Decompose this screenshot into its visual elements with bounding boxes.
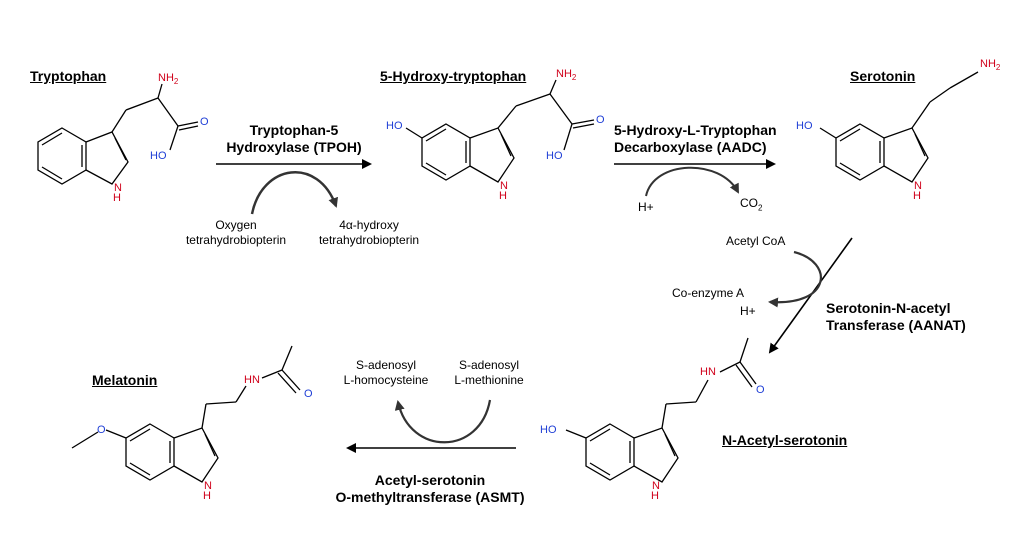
atom-nh2: NH2 — [158, 72, 178, 88]
cofactor-coenzyme-a: Co-enzyme A — [672, 286, 745, 300]
hydroxytryptophan-structure — [405, 79, 595, 183]
compound-title-n-acetyl-serotonin: N-Acetyl-serotonin — [722, 432, 848, 448]
enzyme-tpoh: Tryptophan-5 Hydroxylase (TPOH) — [224, 122, 364, 156]
atom-o: O — [596, 114, 605, 126]
atom-h: H — [913, 190, 921, 202]
atom-ho: HO — [796, 120, 813, 132]
cofactor-co2: CO2 — [740, 196, 762, 215]
enzyme-tpoh-line2: Hydroxylase (TPOH) — [226, 139, 362, 155]
atom-text: NH — [556, 68, 572, 80]
cofactor-hydroxy-line1: 4α-hydroxy — [339, 218, 399, 232]
enzyme-asmt-line1: Acetyl-serotonin — [374, 472, 486, 488]
atom-text: NH — [980, 58, 996, 70]
cofactor-oxygen: Oxygen tetrahydrobiopterin — [176, 218, 296, 248]
enzyme-aadc-line1: 5-Hydroxy-L-Tryptophan — [614, 122, 777, 138]
atom-h: H — [203, 490, 211, 502]
cofactor-hydroxy-line2: tetrahydrobiopterin — [318, 233, 420, 247]
compound-title-hydroxytryptophan: 5-Hydroxy-tryptophan — [380, 68, 527, 84]
cofactor-sah-line2: L-homocysteine — [343, 373, 429, 387]
atom-o: O — [304, 388, 313, 400]
atom-n: N — [652, 480, 660, 492]
cofactor-oxygen-line2: tetrahydrobiopterin — [185, 233, 287, 247]
enzyme-aanat-line1: Serotonin-N-acetyl — [826, 300, 951, 316]
enzyme-aanat: Serotonin-N-acetyl Transferase (AANAT) — [826, 300, 966, 334]
atom-sub: 2 — [173, 77, 179, 87]
curve-arrow-aadc — [645, 166, 739, 197]
atom-o: O — [756, 384, 765, 396]
enzyme-aadc: 5-Hydroxy-L-Tryptophan Decarboxylase (AA… — [614, 122, 777, 156]
atom-n: N — [114, 182, 122, 194]
atom-sub: 2 — [995, 63, 1001, 73]
compound-title-melatonin: Melatonin — [92, 372, 158, 388]
enzyme-tpoh-line1: Tryptophan-5 — [249, 122, 339, 138]
atom-h: H — [113, 192, 121, 204]
curve-arrow-aanat — [768, 250, 822, 308]
cofactor-sah-line1: S-adenosyl — [355, 358, 417, 372]
atom-sub: 2 — [571, 73, 577, 83]
atom-ho: HO — [150, 150, 167, 162]
cofactor-h-plus-2: H+ — [740, 304, 756, 318]
n-acetyl-serotonin-structure — [565, 337, 757, 483]
atom-o: O — [200, 116, 209, 128]
tryptophan-structure — [37, 83, 199, 185]
compound-title-tryptophan: Tryptophan — [30, 68, 107, 84]
atom-o: O — [97, 424, 106, 436]
atom-nh2: NH2 — [556, 68, 576, 84]
cofactor-co2-sub: 2 — [758, 203, 763, 213]
atom-ho: HO — [386, 120, 403, 132]
atom-hn: HN — [244, 374, 260, 386]
cofactor-sam-line1: S-adenosyl — [458, 358, 520, 372]
atom-ho: HO — [546, 150, 563, 162]
cofactor-h-plus: H+ — [638, 200, 654, 214]
cofactor-oxygen-line1: Oxygen — [215, 218, 257, 232]
atom-nh2: NH2 — [980, 58, 1000, 74]
atom-text: NH — [158, 72, 174, 84]
curve-arrow-tpoh — [250, 171, 338, 215]
atom-ho: HO — [540, 424, 557, 436]
enzyme-asmt: Acetyl-serotonin O-methyltransferase (AS… — [320, 472, 540, 506]
enzyme-aadc-line2: Decarboxylase (AADC) — [614, 139, 767, 155]
enzyme-aanat-line2: Transferase (AANAT) — [826, 317, 966, 333]
cofactor-hydroxy-bh4: 4α-hydroxy tetrahydrobiopterin — [304, 218, 434, 248]
curve-arrow-asmt — [394, 399, 492, 444]
compound-title-serotonin: Serotonin — [850, 68, 916, 84]
cofactor-sam: S-adenosyl L-methionine — [444, 358, 534, 388]
atom-n: N — [914, 180, 922, 192]
atom-h: H — [499, 190, 507, 202]
atom-n: N — [500, 180, 508, 192]
cofactor-co2-text: CO — [740, 196, 758, 210]
serotonin-structure — [819, 71, 979, 183]
atom-hn: HN — [700, 366, 716, 378]
cofactor-acetyl-coa: Acetyl CoA — [726, 234, 786, 248]
melatonin-structure — [71, 345, 301, 483]
atom-n: N — [204, 480, 212, 492]
cofactor-sah: S-adenosyl L-homocysteine — [338, 358, 434, 388]
enzyme-asmt-line2: O-methyltransferase (ASMT) — [335, 489, 525, 505]
cofactor-sam-line2: L-methionine — [454, 373, 524, 387]
atom-h: H — [651, 490, 659, 502]
